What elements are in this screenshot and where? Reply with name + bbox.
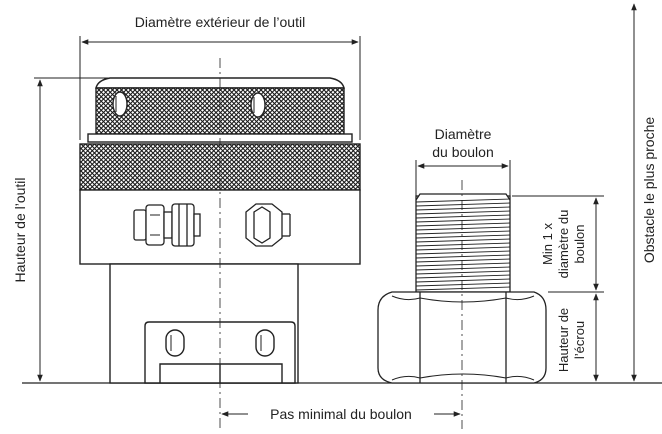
label-min-diameter-line3: boulon	[572, 224, 587, 263]
tool-bridge-inner	[159, 363, 283, 383]
label-min-diameter-line2: diamètre du	[556, 210, 571, 279]
label-nut-height-line2: l’écrou	[572, 321, 587, 359]
label-nearest-obstacle: Obstacle le plus proche	[641, 117, 657, 264]
bolt-assembly	[377, 193, 547, 384]
label-nut-height-line1: Hauteur de	[556, 308, 571, 372]
bolt-threads	[415, 198, 511, 291]
label-tool-height: Hauteur de l’outil	[12, 177, 28, 282]
bridge-slot-left	[165, 329, 185, 357]
bolt-chamfer	[415, 193, 511, 201]
nut-chamfer-bottom	[391, 373, 535, 381]
bridge-slot-right	[255, 329, 275, 357]
vent-holes	[112, 91, 266, 118]
vent-hole-left	[112, 91, 128, 117]
label-bolt-diameter-line1: Diamètre	[435, 126, 492, 142]
label-tool-outer-diameter: Diamètre extérieur de l’outil	[135, 14, 305, 30]
label-bolt-diameter-line2: du boulon	[432, 144, 494, 160]
bolt-shank	[415, 195, 511, 293]
label-min-bolt-pitch: Pas minimal du boulon	[270, 406, 412, 422]
bleed-plug-icon	[245, 203, 291, 247]
nut-chamfer-top	[391, 295, 535, 303]
hydraulic-coupler-icon	[133, 203, 201, 247]
label-min-diameter-line1: Min 1 x	[540, 223, 555, 265]
vent-hole-right	[250, 92, 266, 118]
